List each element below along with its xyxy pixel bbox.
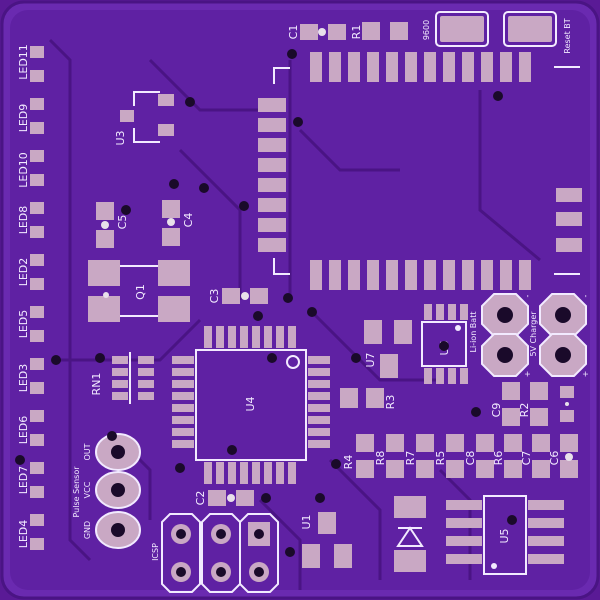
led-label: LED9	[17, 104, 30, 133]
u3: U3	[114, 91, 174, 146]
batt-minus: -	[523, 294, 532, 297]
bottom-header	[273, 258, 580, 290]
r4-label: R4	[342, 455, 355, 470]
q1-label: Q1	[134, 284, 147, 300]
led-column: LED11 LED9 LED10 LED8 LED2 LED5 LED3 LED…	[17, 44, 44, 550]
icsp-header: ICSP	[151, 513, 279, 593]
c9-label: C9	[490, 403, 503, 418]
charger-plus: +	[581, 371, 590, 378]
led-label: LED5	[17, 310, 30, 339]
led-label: LED6	[17, 416, 30, 445]
u5: U5	[446, 495, 564, 575]
led-label: LED7	[17, 466, 30, 495]
diode	[394, 496, 426, 572]
r6-label: R6	[492, 451, 505, 466]
c4-label: C4	[182, 213, 195, 228]
r8-label: R8	[374, 451, 387, 466]
right-pads	[556, 188, 582, 252]
pin-out-label: OUT	[83, 443, 92, 460]
r2-label: R2	[518, 403, 531, 418]
u4: U4	[172, 326, 330, 484]
c7-label: C7	[520, 451, 533, 466]
c1-label: C1	[287, 25, 300, 40]
icsp-label: ICSP	[151, 543, 160, 561]
pulse-sensor-connector: OUT VCC GND Pulse Sensor	[72, 433, 141, 549]
led-label: LED10	[17, 152, 30, 188]
c3-label: C3	[208, 289, 221, 304]
batt-plus: +	[523, 371, 532, 378]
led-label: LED8	[17, 206, 30, 235]
ground-pour	[10, 10, 590, 590]
c5-label: C5	[116, 215, 129, 230]
led-pad	[30, 46, 44, 58]
u5-label: U5	[498, 528, 511, 543]
r5-label: R5	[434, 451, 447, 466]
c6-label: C6	[548, 451, 561, 466]
vias	[15, 49, 517, 557]
passive-row: R4 R8 R7 R5 C8 R6 C7 C6	[342, 434, 578, 478]
led-label: LED3	[17, 364, 30, 393]
led-label: LED11	[17, 44, 30, 80]
u7-label: U7	[364, 352, 377, 367]
module-pads	[258, 98, 286, 252]
c2-label: C2	[194, 491, 207, 506]
reset-label: Reset BT	[563, 18, 572, 53]
c5-c4: C5 C4	[96, 200, 195, 248]
c3: C3	[208, 288, 268, 304]
r3-label: R3	[384, 395, 397, 410]
u1-label: U1	[300, 514, 313, 529]
baud-label: 9600	[422, 20, 431, 40]
r3: R3	[340, 388, 397, 409]
c9-r2: C9 R2	[490, 382, 574, 426]
pin-vcc-label: VCC	[83, 481, 92, 498]
q1: Q1	[88, 260, 190, 322]
u4-label: U4	[244, 396, 257, 411]
pulse-sensor-label: Pulse Sensor	[72, 466, 81, 518]
rn1-label: RN1	[90, 373, 103, 396]
c8-label: C8	[464, 451, 477, 466]
charger-label: 5V Charger	[529, 311, 538, 357]
led-label: LED2	[17, 258, 30, 287]
r1-label: R1	[350, 25, 363, 40]
c2: C2	[194, 490, 254, 506]
u7: U7	[364, 320, 412, 378]
rn1: RN1	[90, 352, 154, 404]
top-header	[273, 52, 531, 84]
jumpers: 9600 Reset BT	[422, 11, 580, 68]
led-label: LED4	[17, 520, 30, 549]
r7-label: R7	[404, 451, 417, 466]
u1: U1	[300, 512, 352, 568]
power-connectors: Li-ion Batt 5V Charger - + - +	[469, 293, 590, 378]
c1-r1: C1 R1	[287, 22, 408, 40]
pin-gnd-label: GND	[83, 521, 92, 539]
led-pad	[30, 70, 44, 82]
charger-minus: -	[581, 294, 590, 297]
batt-label: Li-ion Batt	[469, 312, 478, 353]
u3-label: U3	[114, 130, 127, 145]
